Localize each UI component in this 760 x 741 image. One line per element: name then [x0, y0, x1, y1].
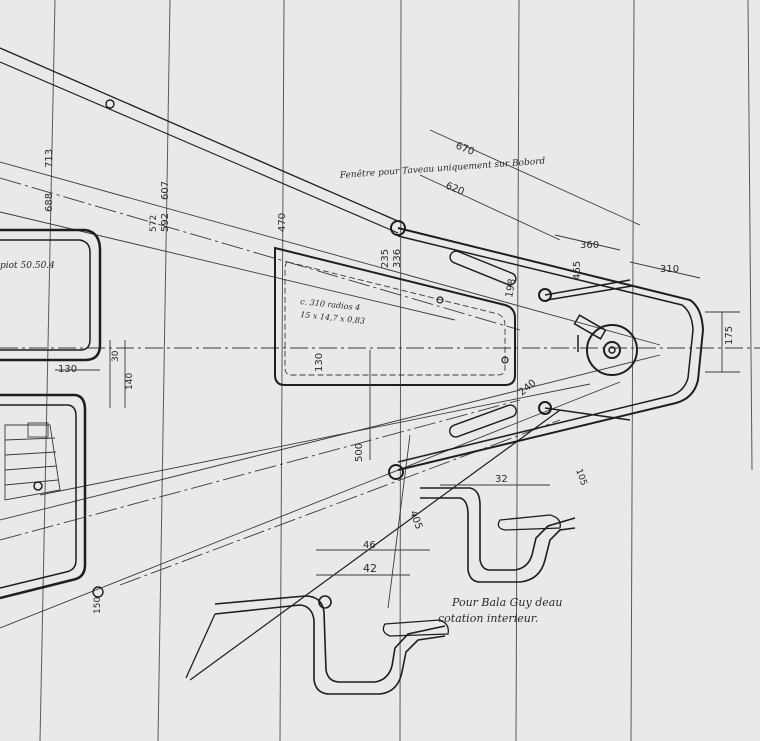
dim-175: 175: [724, 326, 735, 345]
dim-360: 360: [580, 240, 599, 251]
dim-688: 688: [44, 193, 55, 212]
dim-42: 42: [363, 562, 377, 575]
dim-130b: 130: [58, 364, 77, 375]
dim-150: 150: [93, 597, 103, 614]
dim-470: 470: [277, 213, 288, 232]
dim-140: 140: [125, 373, 135, 390]
hatch-panel: [274, 246, 516, 386]
profile-section-upper: [420, 487, 576, 583]
bottom-note-1: Pour Bala Guy deau: [451, 596, 562, 609]
dim-105: 105: [573, 468, 588, 488]
dim-130: 130: [314, 353, 325, 372]
dim-607: 607: [160, 181, 171, 200]
bow-outline: [397, 227, 705, 471]
pulley-assembly: [538, 279, 638, 421]
dim-465: 465: [572, 261, 583, 280]
dim-592: 592: [160, 213, 171, 232]
dim-198: 198: [504, 278, 518, 299]
left-panels: [0, 228, 102, 600]
pattern-note-2: 15 x 14,7 x 0,83: [300, 310, 366, 326]
dim-620: 620: [444, 181, 466, 198]
dim-572: 572: [149, 215, 159, 232]
dim-670: 670: [454, 141, 476, 158]
dim-310: 310: [660, 264, 679, 275]
dim-713: 713: [44, 149, 55, 168]
top-note: Fenêtre pour Taveau uniquement sur Bobor…: [338, 156, 545, 181]
dimension-lines: [55, 129, 740, 609]
dim-500: 500: [354, 443, 365, 462]
dim-235: 235: [380, 249, 391, 268]
vertical-grid-lines: [39, 0, 753, 741]
dim-30: 30: [111, 350, 121, 362]
reference-points: [92, 99, 509, 609]
left-note: piot 50.50.4: [0, 261, 55, 271]
dim-336: 336: [392, 249, 403, 268]
dim-46: 46: [363, 540, 376, 551]
bottom-note-2: cotation interieur.: [438, 612, 538, 625]
slots: [449, 250, 517, 438]
dim-32: 32: [495, 474, 508, 485]
profile-section-lower: [185, 595, 449, 695]
hull-construction-lines: [0, 47, 661, 681]
